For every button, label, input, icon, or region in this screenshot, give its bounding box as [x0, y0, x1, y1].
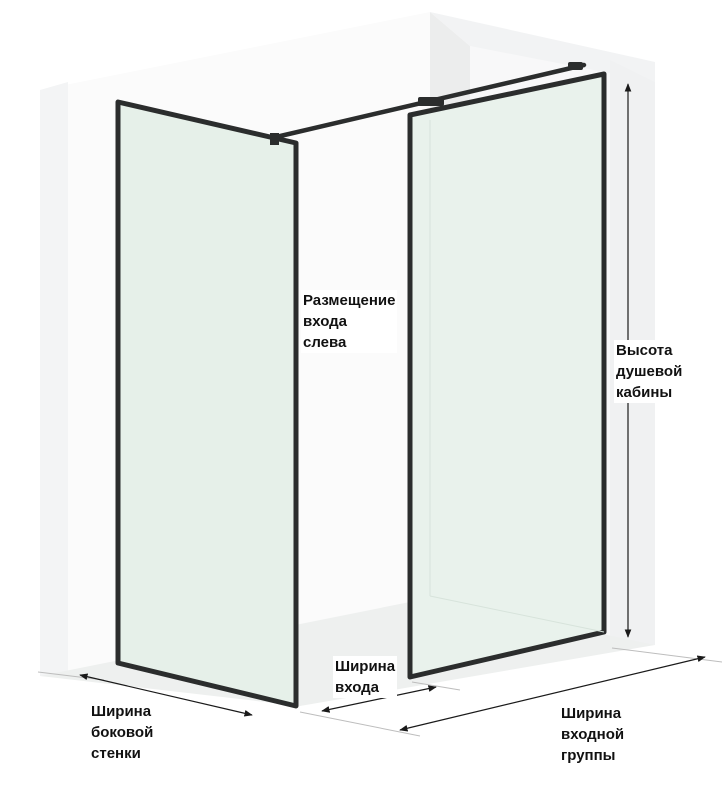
entry-group-width-label-line-3: группы [561, 747, 616, 764]
side-wall-width-dimension-line [79, 673, 253, 717]
support-bar-bracket-mid [418, 97, 444, 106]
entrance-extension-right [411, 681, 461, 691]
entrance-position-label-line-1: Размещение [303, 292, 396, 309]
side-wall-width-label: Ширина боковой стенки [91, 701, 153, 764]
support-bar-bracket-left [270, 133, 279, 145]
entrance-position-label-line-3: слева [303, 334, 347, 351]
cabin-height-label-line-1: Высота [616, 342, 673, 359]
support-bar-bracket-right [568, 62, 583, 70]
entrance-width-label-line-2: входа [335, 679, 380, 696]
left-glass-panel [115, 99, 299, 709]
left-wall-face [40, 82, 68, 676]
entrance-position-label-line-2: входа [303, 313, 348, 330]
entry-group-width-dimension-line [399, 655, 706, 732]
cabin-height-label-line-3: кабины [616, 384, 673, 401]
entrance-width-label-line-1: Ширина [335, 658, 396, 675]
cabin-height-label-line-2: душевой [616, 363, 683, 380]
entry-group-width-label-line-2: входной [561, 726, 625, 743]
group-extension-left [299, 711, 421, 737]
entrance-position-label: Размещение входа слева [301, 290, 398, 353]
side-wall-width-label-line-1: Ширина [91, 703, 152, 720]
right-wall-top [430, 12, 655, 82]
side-wall-width-label-line-2: боковой [91, 724, 154, 741]
side-wall-width-label-line-3: стенки [91, 745, 141, 762]
entrance-width-label: Ширина входа [333, 656, 398, 698]
right-glass-panel [407, 71, 607, 680]
cabin-height-label: Высота душевой кабины [614, 340, 685, 403]
entry-group-width-label: Ширина входной группы [561, 703, 624, 766]
right-panel-floor-line [429, 595, 605, 633]
group-extension-right [611, 647, 722, 663]
entry-group-width-label-line-1: Ширина [561, 705, 622, 722]
